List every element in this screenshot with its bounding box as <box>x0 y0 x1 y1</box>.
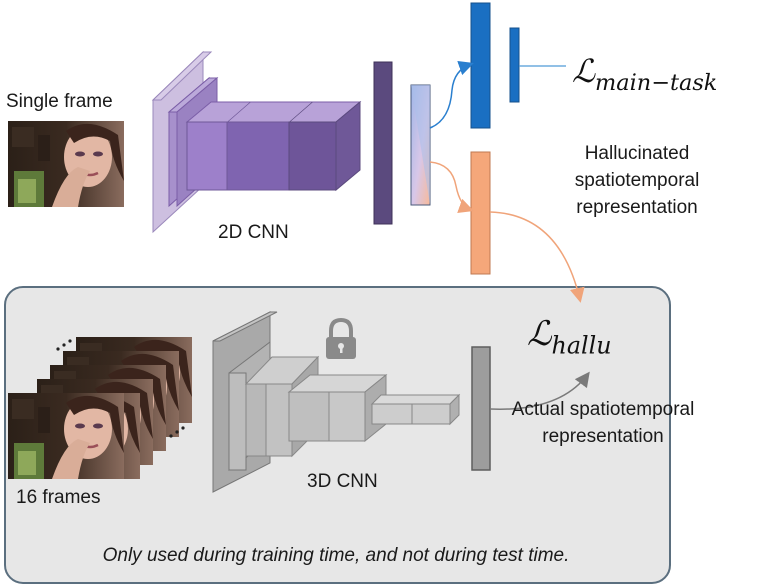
hallu-loss-symbol: ℒ <box>527 314 552 354</box>
frames-count-label: 16 frames <box>16 487 101 508</box>
cnn2d-label: 2D CNN <box>218 222 289 243</box>
ellipsis-icon <box>56 339 72 351</box>
cnn3d-label: 3D CNN <box>307 471 378 492</box>
arrow-to-hallucination <box>429 161 474 213</box>
single-frame-label: Single frame <box>6 91 113 112</box>
actual-feature-bar <box>471 346 491 471</box>
cnn2d-block <box>151 50 362 234</box>
ellipsis-icon <box>169 426 185 438</box>
main-task-loss: ℒmain−task <box>572 52 717 96</box>
hallucination-loss: ℒhallu <box>527 314 612 359</box>
main-task-output-bar <box>509 27 520 103</box>
arrow-actual-to-loss <box>489 371 590 410</box>
cnn2d-feature-bar <box>373 61 393 225</box>
actual-representation-label: Actual spatiotemporal representation <box>511 399 695 447</box>
lock-icon <box>326 317 356 359</box>
single-frame-image <box>6 119 126 209</box>
training-only-note: Only used during training time, and not … <box>102 545 570 566</box>
main-task-feature-bar <box>470 2 491 129</box>
hallucinated-representation-label: Hallucinated spatiotemporal representati… <box>574 143 700 218</box>
arrow-to-main-task <box>429 60 474 129</box>
hallucinated-feature-bar <box>470 151 491 275</box>
arrow-hallucinated-to-loss <box>489 211 585 303</box>
main-loss-symbol: ℒ <box>572 52 596 90</box>
cnn3d-block <box>212 311 461 493</box>
main-loss-subscript: main−task <box>595 69 718 96</box>
hallu-loss-subscript: hallu <box>551 331 612 360</box>
